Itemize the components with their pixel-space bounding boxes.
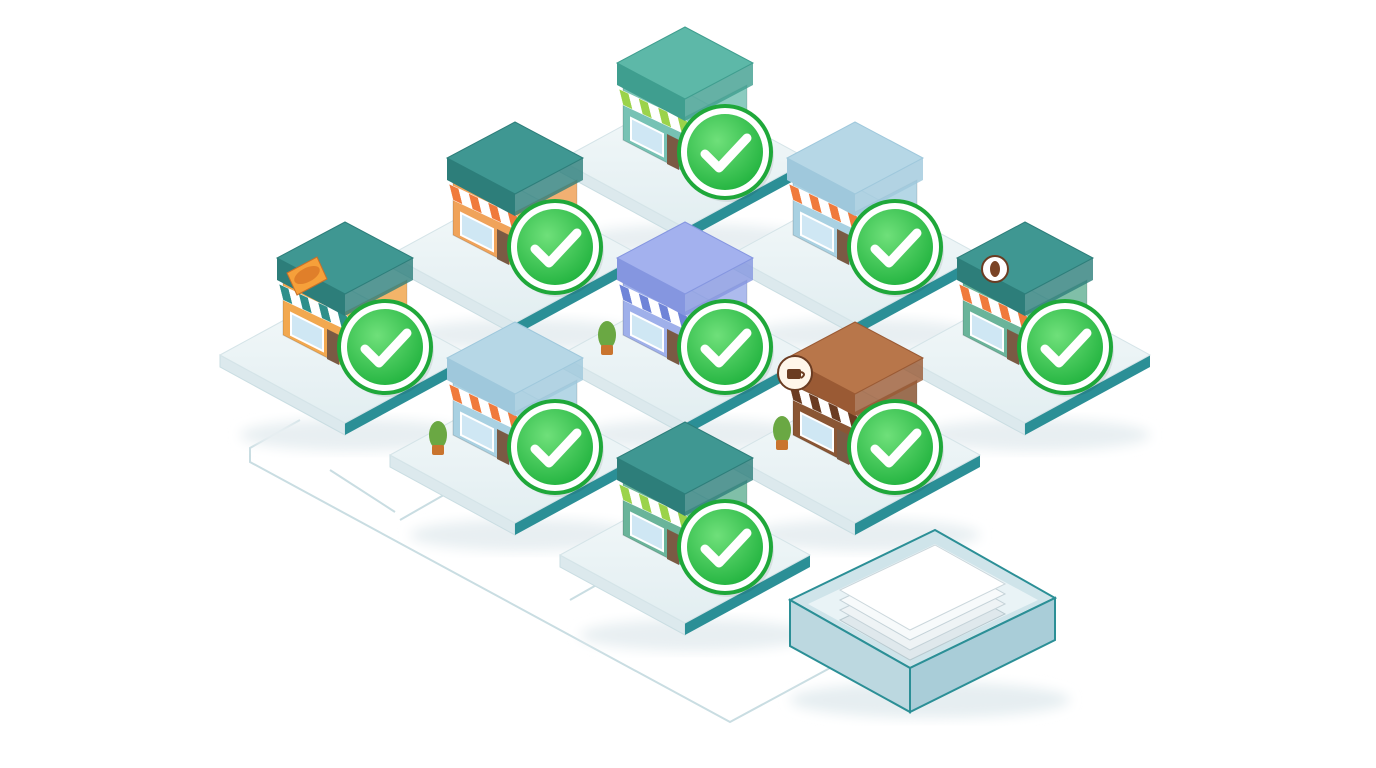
store-upper-left: [445, 121, 604, 297]
store-bottom-center: [615, 421, 774, 597]
check-icon: [507, 199, 604, 297]
store-cafe: [777, 321, 944, 497]
awning: [788, 183, 862, 233]
check-icon: [677, 299, 774, 397]
awning: [618, 283, 692, 333]
plant-icon: [429, 421, 447, 455]
bread-icon: [286, 256, 328, 296]
store-upper-right: [785, 121, 944, 297]
check-icon: [847, 199, 944, 297]
check-icon: [677, 104, 774, 202]
coffee-cup-icon: [777, 355, 813, 391]
awning: [448, 183, 522, 233]
awning: [618, 483, 692, 533]
coffee-bean-icon: [981, 255, 1009, 283]
plant-icon: [598, 321, 616, 355]
check-icon: [337, 299, 434, 397]
store-top-center: [615, 26, 774, 202]
store-bakery: [275, 221, 434, 397]
check-icon: [507, 399, 604, 497]
plant-icon: [773, 416, 791, 450]
check-icon: [847, 399, 944, 497]
store-lower-left: [445, 321, 604, 497]
check-icon: [1017, 299, 1114, 397]
check-icon: [677, 499, 774, 597]
awning: [448, 383, 522, 433]
store-coffee-bean: [955, 221, 1114, 397]
stores: [275, 26, 1114, 597]
store-center: [615, 221, 774, 397]
awning: [958, 283, 1032, 333]
document-tray: [787, 528, 1070, 718]
paper-stack-icon: [838, 544, 1007, 661]
